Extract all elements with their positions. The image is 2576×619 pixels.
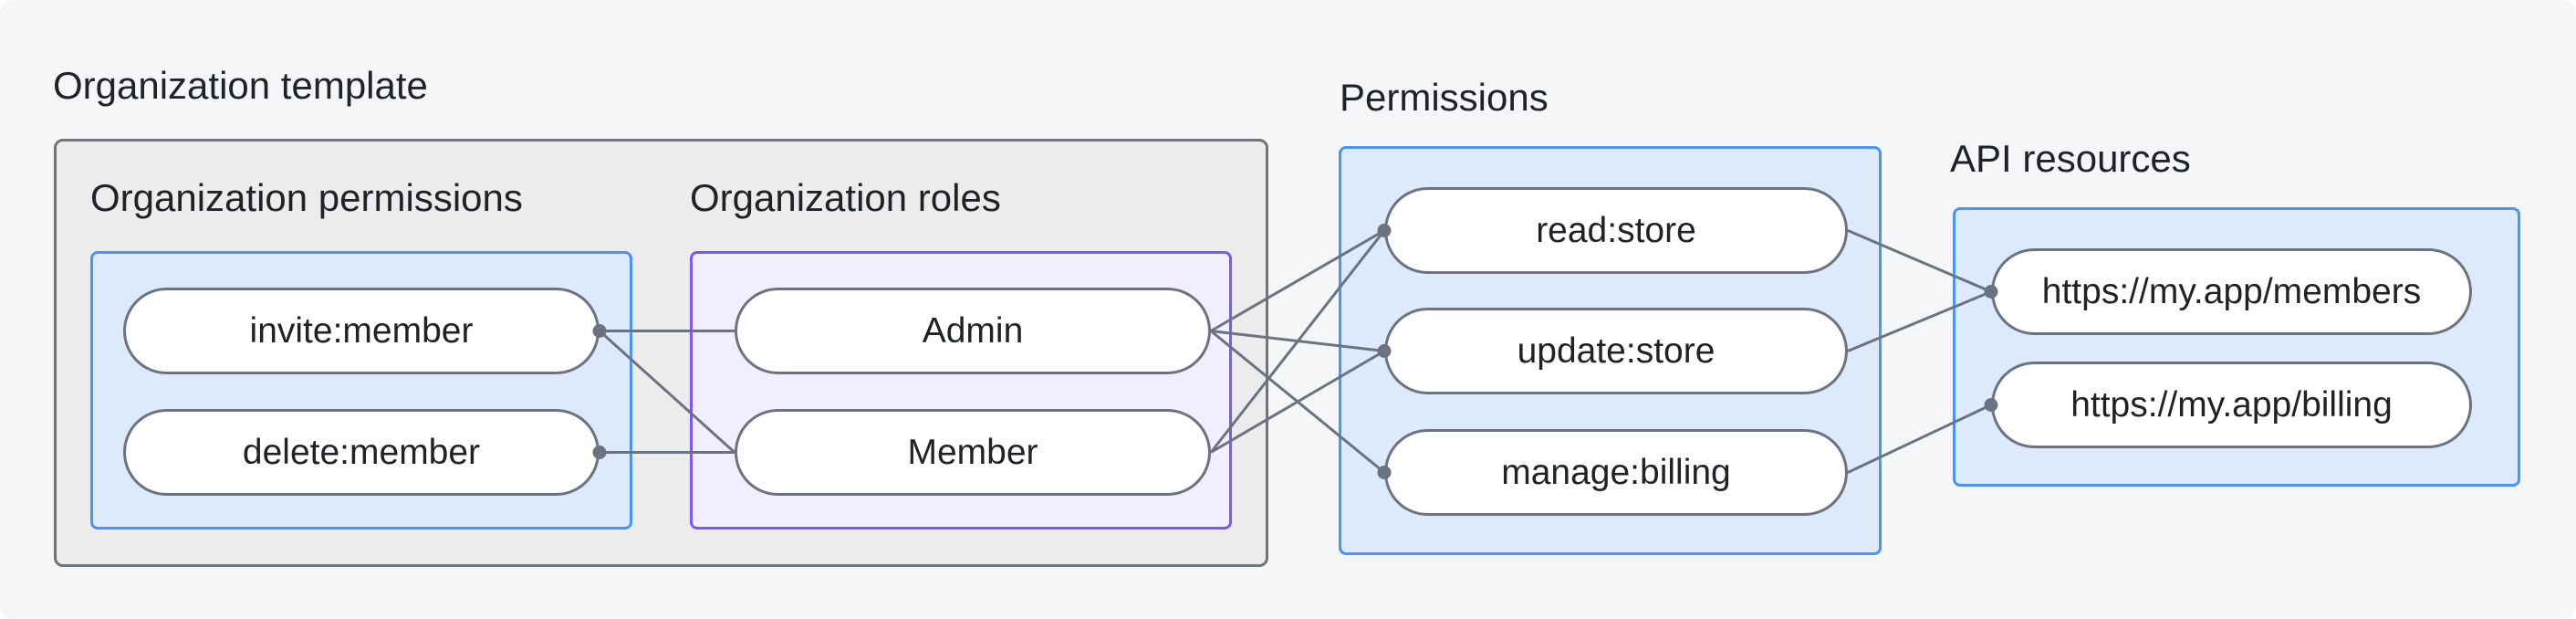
- pill-api-members: https://my.app/members: [1991, 248, 2472, 335]
- diagram-title: Organization template: [53, 64, 428, 107]
- pill-read-store-label: read:store: [1536, 210, 1696, 250]
- pill-member-label: Member: [907, 432, 1038, 472]
- pill-member: Member: [735, 409, 1211, 496]
- pill-manage-billing-label: manage:billing: [1501, 452, 1731, 492]
- pill-manage-billing: manage:billing: [1384, 429, 1848, 516]
- pill-admin: Admin: [735, 288, 1211, 374]
- pill-api-members-label: https://my.app/members: [2041, 271, 2422, 311]
- pill-delete-member: delete:member: [123, 409, 600, 496]
- permissions-label: Permissions: [1340, 76, 1549, 119]
- pill-read-store: read:store: [1384, 187, 1848, 274]
- pill-api-billing-label: https://my.app/billing: [2070, 384, 2393, 425]
- pill-invite-member: invite:member: [123, 288, 600, 374]
- pill-invite-member-label: invite:member: [249, 310, 474, 351]
- pill-api-billing: https://my.app/billing: [1991, 362, 2472, 448]
- pill-update-store-label: update:store: [1517, 330, 1716, 371]
- pill-update-store: update:store: [1384, 308, 1848, 394]
- organization-roles-label: Organization roles: [690, 176, 1001, 219]
- api-resources-label: API resources: [1950, 137, 2191, 180]
- pill-delete-member-label: delete:member: [242, 432, 481, 472]
- pill-admin-label: Admin: [922, 310, 1024, 351]
- organization-permissions-label: Organization permissions: [90, 176, 523, 219]
